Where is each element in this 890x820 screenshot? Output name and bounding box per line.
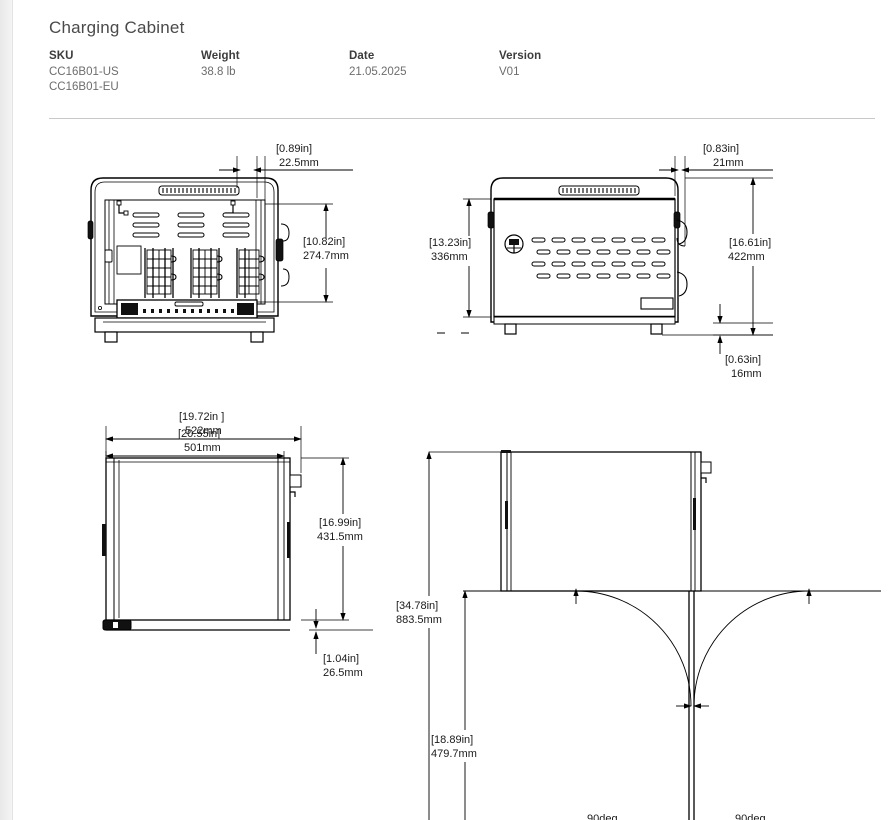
angle-label-left: 90deg [587, 813, 618, 820]
top-view: 90deg 90deg [34.78in] 883.5mm [396, 450, 881, 820]
door-swing-arc-right: 90deg [693, 588, 812, 820]
meta-sku-label: SKU [49, 50, 74, 62]
dimension-side-height: [16.99in] 431.5mm [301, 457, 363, 621]
page-title: Charging Cabinet [49, 18, 185, 37]
dim-foot-height-mm: 16mm [731, 368, 762, 380]
dim-depth-offset-mm: 22.5mm [279, 157, 319, 169]
front-view-closed: [13.23in] 336mm [0.83in] 21mm [429, 143, 773, 380]
dim-body-height-inch: [13.23in] [429, 237, 471, 249]
dimension-inner-height: [10.82in] 274.7mm [257, 203, 349, 303]
dim-body-depth-inch: [20.55in] [178, 428, 220, 440]
dimension-foot-height: [0.63in] 16mm [713, 304, 773, 380]
dimension-swing-envelope: [34.78in] 883.5mm [396, 451, 501, 820]
dim-overall-depth-inch: [19.72in ] [179, 411, 224, 423]
document-header: Charging Cabinet SKU CC16B01-US CC16B01-… [49, 18, 875, 96]
meta-sku: SKU CC16B01-US CC16B01-EU [49, 50, 119, 94]
back-panel-vents [132, 212, 250, 238]
dim-base-clearance-mm: 26.5mm [323, 667, 363, 679]
door-swing-arc-left: 90deg [573, 588, 692, 820]
dim-door-thickness-mm: 21mm [713, 157, 744, 169]
meta-version-label: Version [499, 50, 542, 62]
meta-weight-value: 38.8 lb [201, 66, 236, 78]
dimension-overall-height: [16.61in] 422mm [662, 177, 773, 336]
dim-side-height-mm: 431.5mm [317, 531, 363, 543]
dim-door-thickness-inch: [0.83in] [703, 143, 739, 155]
dimension-body-depth: [20.55in] 501mm [105, 428, 285, 459]
page-gutter [0, 0, 12, 820]
drawing-page: Charging Cabinet SKU CC16B01-US CC16B01-… [12, 0, 890, 820]
dim-inner-height-inch: [10.82in] [303, 236, 345, 248]
dim-overall-depth-mm: 522mm [185, 425, 222, 437]
dim-inner-height-mm: 274.7mm [303, 250, 349, 262]
meta-version-value: V01 [499, 66, 520, 78]
dim-foot-height-inch: [0.63in] [725, 354, 761, 366]
dim-body-depth-mm: 501mm [184, 442, 221, 454]
dimension-door-thickness: [0.83in] 21mm [659, 143, 773, 246]
dim-side-height-inch: [16.99in] [319, 517, 361, 529]
dim-body-height-mm: 336mm [431, 251, 468, 263]
front-view-open: [0.89in] 22.5mm [10.82in] 274.7mm [87, 143, 353, 343]
dim-overall-height-mm: 422mm [728, 251, 765, 263]
meta-sku-value-1: CC16B01-US [49, 66, 119, 78]
dimension-base-clearance: [1.04in] 26.5mm [309, 609, 373, 679]
dim-depth-offset-inch: [0.89in] [276, 143, 312, 155]
outlet-pins [143, 309, 234, 313]
meta-date-label: Date [349, 50, 375, 62]
meta-date-value: 21.05.2025 [349, 66, 407, 78]
side-view: [19.72in ] 522mm [20.55in] 501mm [16.99i… [102, 411, 373, 679]
meta-sku-value-2: CC16B01-EU [49, 80, 119, 93]
angle-label-right: 90deg [735, 813, 766, 820]
meta-weight: Weight 38.8 lb [201, 50, 240, 80]
dimension-overall-depth: [19.72in ] 522mm [105, 411, 302, 473]
meta-weight-label: Weight [201, 50, 240, 62]
meta-date: Date 21.05.2025 [349, 50, 407, 80]
dim-door-radius-inch: [18.89in] [431, 734, 473, 746]
dim-door-radius-mm: 479.7mm [431, 748, 477, 760]
technical-drawing-canvas: [0.89in] 22.5mm [10.82in] 274.7mm [13, 126, 890, 820]
door-vents [531, 237, 671, 279]
dimension-depth-offset: [0.89in] 22.5mm [219, 143, 353, 204]
dimension-door-radius: [18.89in] 479.7mm [431, 590, 501, 820]
metadata-row: SKU CC16B01-US CC16B01-EU Weight 38.8 lb… [49, 50, 875, 96]
dim-swing-envelope-inch: [34.78in] [396, 600, 438, 612]
dim-overall-height-inch: [16.61in] [729, 237, 771, 249]
lock-icon [504, 234, 524, 254]
dim-swing-envelope-mm: 883.5mm [396, 614, 442, 626]
header-divider [49, 118, 875, 119]
dim-base-clearance-inch: [1.04in] [323, 653, 359, 665]
meta-version: Version V01 [499, 50, 541, 80]
dimension-body-height: [13.23in] 336mm [429, 198, 491, 318]
